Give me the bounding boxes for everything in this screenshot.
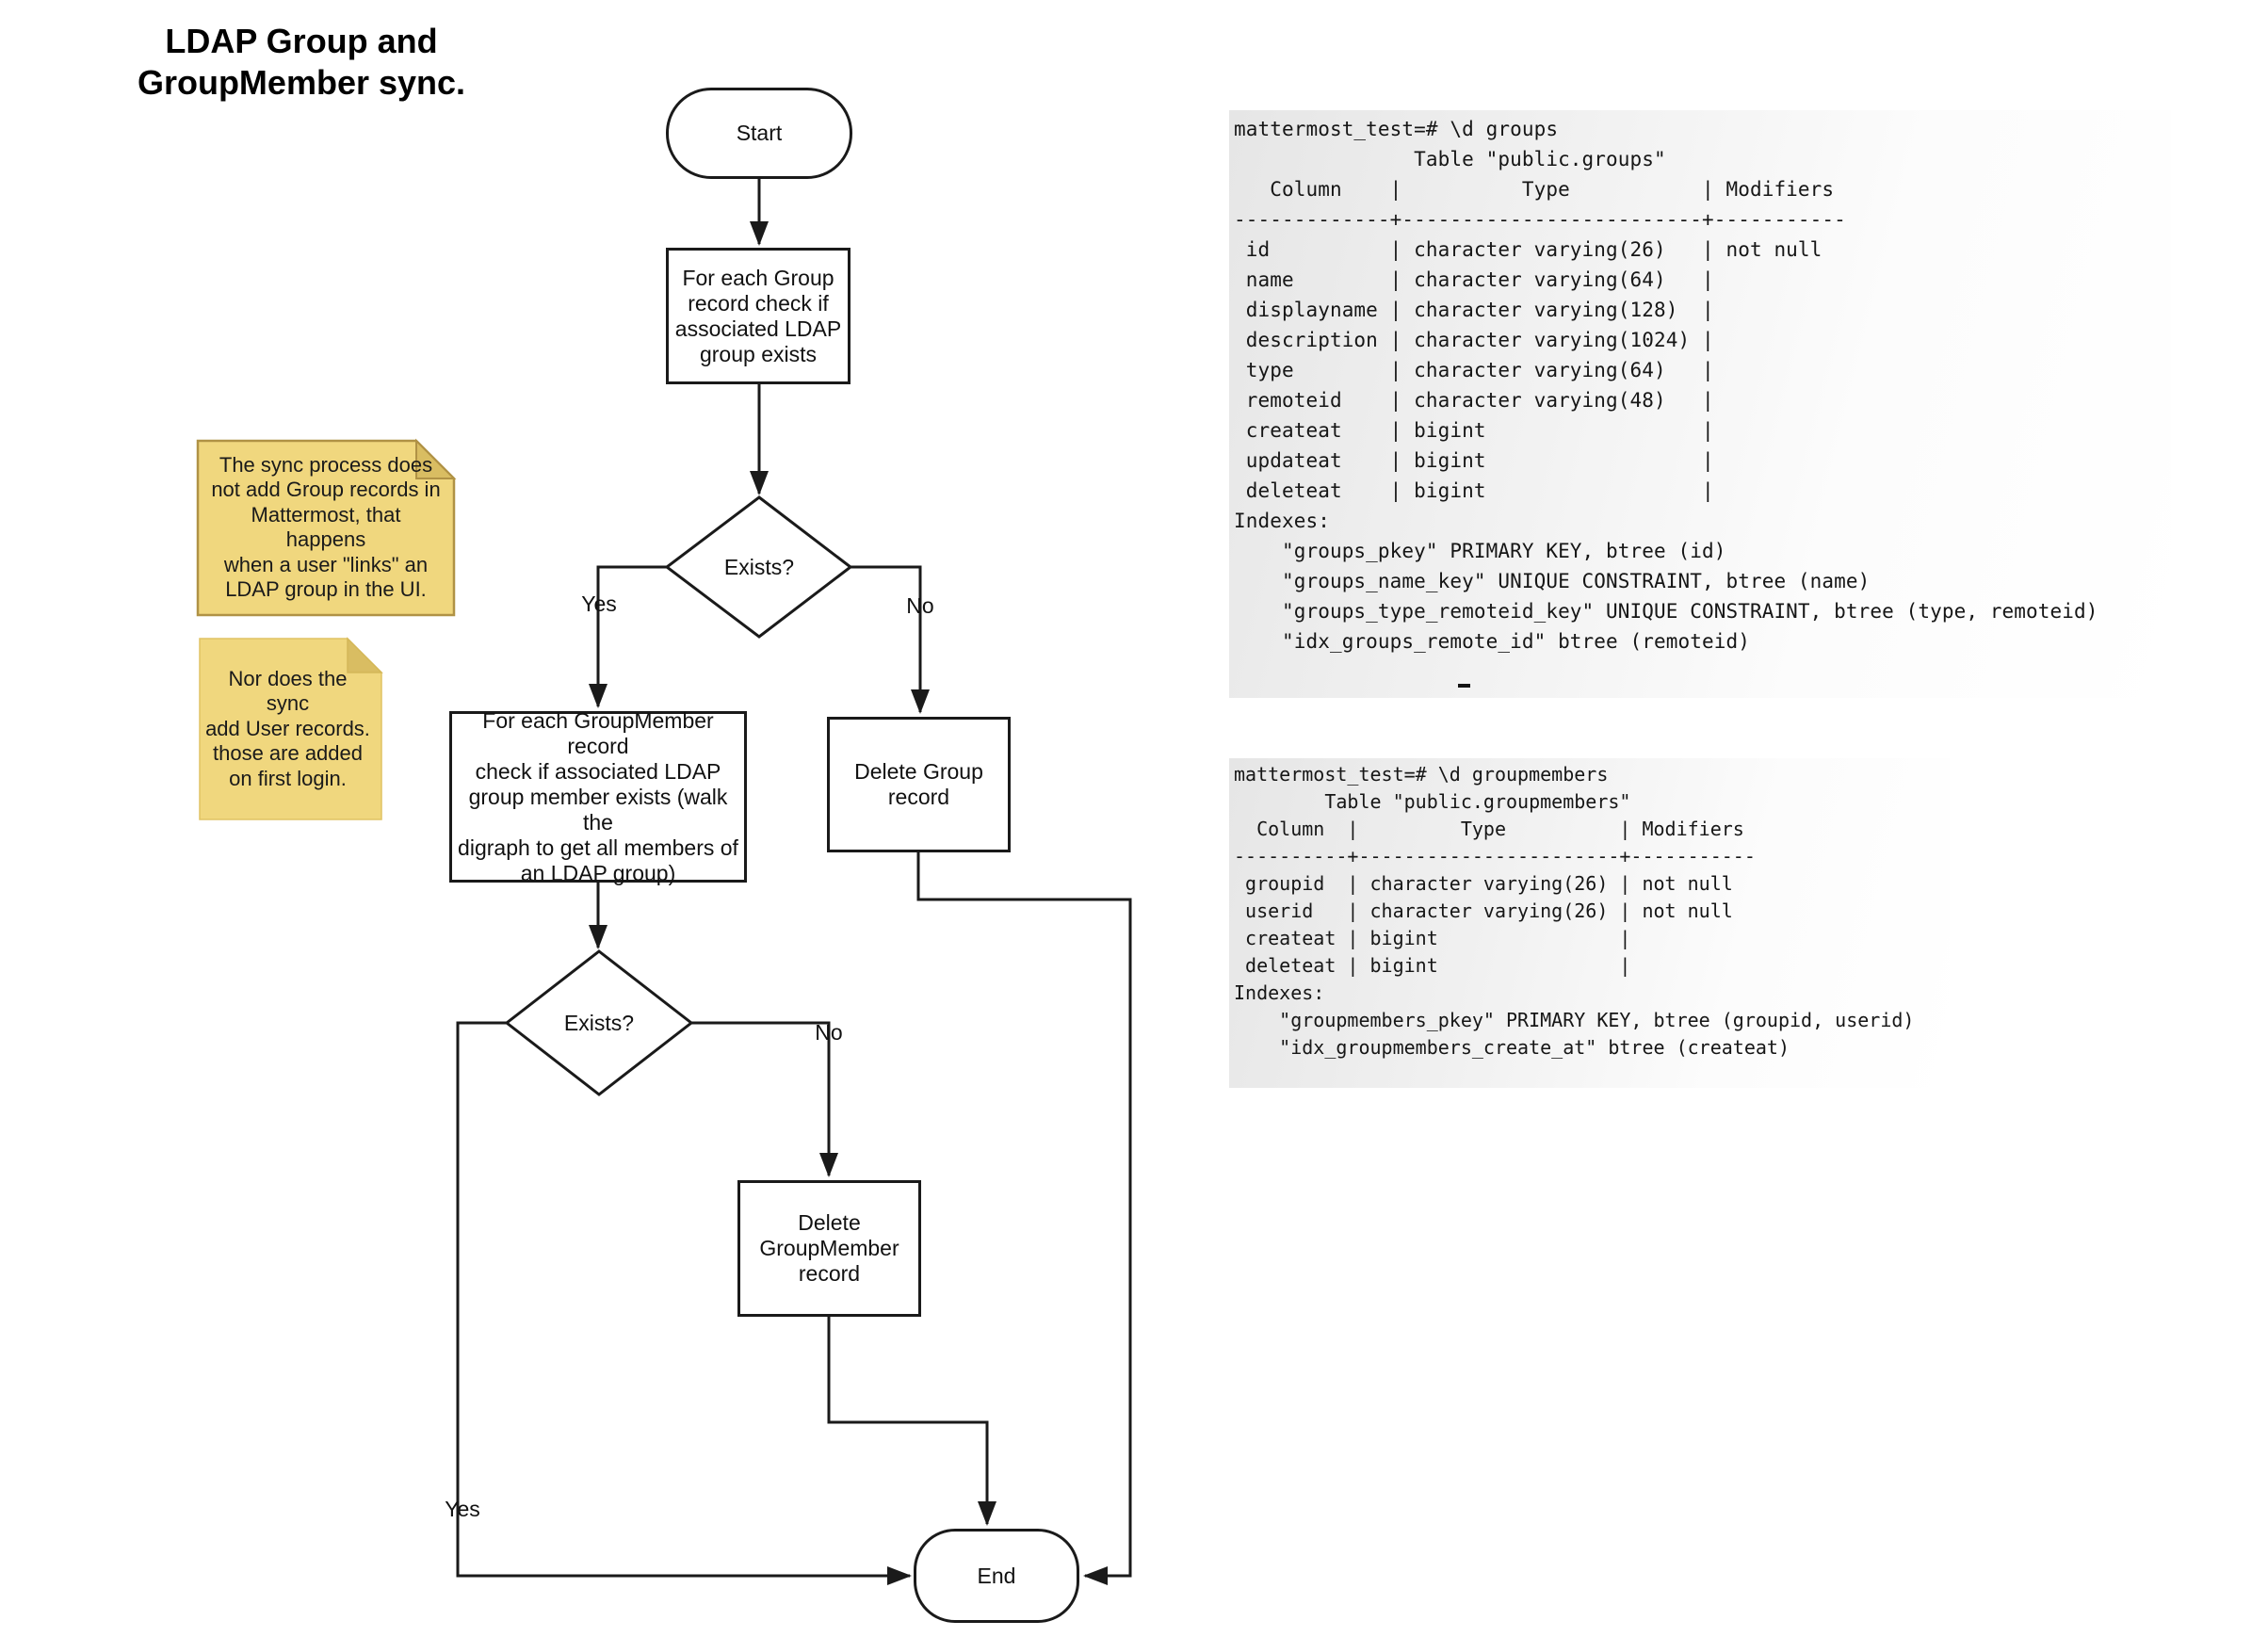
sticky-note-user-records: Nor does the sync add User records. thos… xyxy=(205,666,370,790)
edge-exists1-yes-to-check-groupmember xyxy=(589,565,667,708)
flowchart-delete-group-process[interactable]: Delete Group record xyxy=(827,717,1011,852)
edge-exists2-yes-to-end xyxy=(456,1021,912,1585)
decision-exists2-label[interactable]: Exists? xyxy=(563,1010,635,1035)
psql-output-groupmembers-table: mattermost_test=# \d groupmembers Table … xyxy=(1229,758,1950,1088)
flowchart-check-groupmember-process[interactable]: For each GroupMember record check if ass… xyxy=(449,708,747,885)
flowchart-end-node[interactable]: End xyxy=(914,1529,1079,1623)
edge-label-yes-1: Yes xyxy=(581,592,617,616)
edge-label-no-2: No xyxy=(815,1020,843,1045)
edge-label-yes-2: Yes xyxy=(445,1497,480,1521)
edge-delete-group-to-end xyxy=(916,852,1132,1585)
flowchart-delete-groupmember-process[interactable]: Delete GroupMember record xyxy=(737,1180,921,1317)
flowchart-check-group-process[interactable]: For each Group record check if associate… xyxy=(666,248,850,384)
stray-dash-mark xyxy=(1458,684,1470,688)
decision-exists1-shape xyxy=(664,495,853,639)
decision-exists1-label[interactable]: Exists? xyxy=(723,554,795,579)
sticky-note-1-shape xyxy=(196,438,457,617)
page-title: LDAP Group and GroupMember sync. xyxy=(137,22,466,102)
flowchart-start-node[interactable]: Start xyxy=(666,88,852,179)
edge-delete-groupmember-to-end xyxy=(827,1317,996,1526)
edge-exists2-no-to-delete-groupmember xyxy=(691,1021,838,1177)
psql-output-groups-table: mattermost_test=# \d groups Table "publi… xyxy=(1229,110,2171,698)
sticky-note-group-records: The sync process does not add Group reco… xyxy=(211,452,441,602)
decision-exists2-shape xyxy=(504,949,694,1096)
edge-exists1-no-to-delete-group xyxy=(850,565,930,714)
sticky-note-2-shape xyxy=(199,637,383,820)
edge-label-no-1: No xyxy=(906,593,934,618)
